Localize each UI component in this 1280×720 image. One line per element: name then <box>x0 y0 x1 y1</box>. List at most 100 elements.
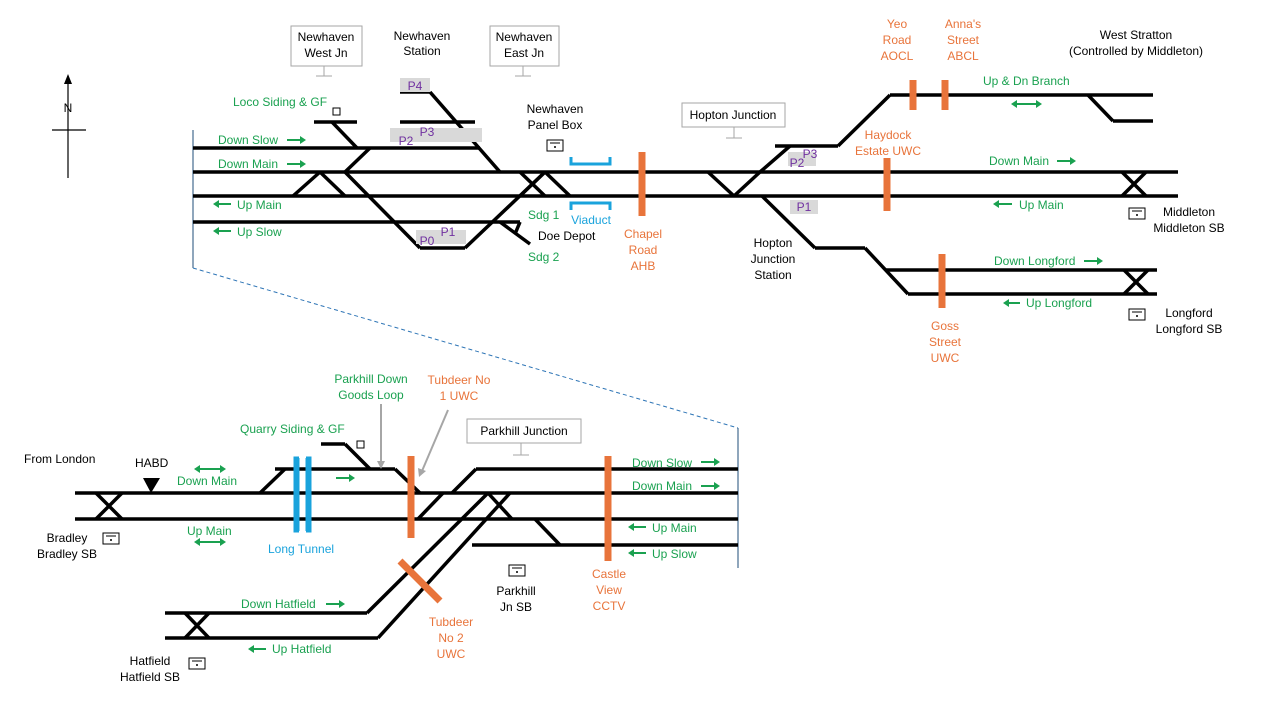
signal-box-icon <box>508 564 526 577</box>
up-hatfield-label: Up Hatfield <box>272 642 331 656</box>
up-slow-label: Up Slow <box>652 547 697 561</box>
viaduct-label: Viaduct <box>571 213 611 227</box>
down-main-label: Down Main <box>177 474 237 488</box>
callout-newhaven-west-l1: Newhaven <box>298 30 355 44</box>
platform-hopton-p1: P1 <box>797 200 812 214</box>
bradley-l1: Bradley <box>47 531 88 545</box>
callout-hopton-junction: Hopton Junction <box>681 102 786 139</box>
signal-box-icon <box>102 532 120 545</box>
haydock-l1: Haydock <box>865 128 913 142</box>
yeo-l1: Yeo <box>887 17 908 31</box>
annas-l1: Anna's <box>945 17 981 31</box>
middleton-l1: Middleton <box>1163 205 1215 219</box>
tubdeer1-l1: Tubdeer No <box>428 373 491 387</box>
up-slow-label: Up Slow <box>237 225 282 239</box>
tubdeer2-l3: UWC <box>437 647 466 661</box>
west-stratton-l2: (Controlled by Middleton) <box>1069 44 1203 58</box>
goss-l2: Street <box>929 335 962 349</box>
siding-1-label: Sdg 1 <box>528 208 560 222</box>
habd-icon <box>143 478 160 493</box>
down-main-east-label: Down Main <box>632 479 692 493</box>
top-tracks <box>192 90 1178 296</box>
long-tunnel-icon <box>293 456 312 533</box>
tubdeer2-l2: No 2 <box>438 631 464 645</box>
platform-p0: P0 <box>420 234 435 248</box>
hatfield-l2: Hatfield SB <box>120 670 180 684</box>
callout-parkhill-junction: Parkhill Junction <box>466 418 582 456</box>
station-hopton-l1: Hopton <box>754 236 793 250</box>
annas-l2: Street <box>947 33 980 47</box>
signal-box-bradley: Bradley Bradley SB <box>37 531 120 561</box>
ground-frame-icon <box>356 440 365 449</box>
signal-box-icon <box>1128 207 1146 220</box>
up-main-east-label: Up Main <box>1019 198 1064 212</box>
callout-newhaven-east: Newhaven East Jn <box>489 25 560 77</box>
haydock-l2: Estate UWC <box>855 144 921 158</box>
north-compass: N <box>52 74 86 178</box>
down-slow-label: Down Slow <box>632 456 692 470</box>
station-newhaven-l1: Newhaven <box>394 29 451 43</box>
viaduct-icon <box>569 157 612 210</box>
signal-box-parkhill: Parkhill Jn SB <box>496 564 536 614</box>
top-crossing-labels: Chapel Road AHB Yeo Road AOCL Anna's Str… <box>624 17 981 365</box>
platform-hopton-p2: P2 <box>790 156 805 170</box>
chapel-l2: Road <box>629 243 658 257</box>
castle-view-l2: View <box>596 583 622 597</box>
top-line-labels: Loco Siding & GF Down Slow Down Main Up … <box>213 74 1103 310</box>
compass-label: N <box>64 101 73 115</box>
callout-parkhill-text: Parkhill Junction <box>480 424 567 438</box>
castle-view-l1: Castle <box>592 567 626 581</box>
branch-label: Up & Dn Branch <box>983 74 1070 88</box>
west-stratton-l1: West Stratton <box>1100 28 1172 42</box>
down-main-label: Down Main <box>218 157 278 171</box>
goss-l1: Goss <box>931 319 959 333</box>
signal-box-newhaven-panel: Newhaven Panel Box <box>527 102 584 152</box>
up-main-label: Up Main <box>237 198 282 212</box>
doe-depot-label: Doe Depot <box>538 229 596 243</box>
callout-newhaven-west: Newhaven West Jn <box>290 25 363 77</box>
platform-p4: P4 <box>408 79 423 93</box>
station-hopton-l3: Station <box>754 268 791 282</box>
pointer-line <box>421 409 449 472</box>
from-london-label: From London <box>24 452 95 466</box>
platform-p3: P3 <box>420 125 435 139</box>
signal-box-icon <box>188 657 206 670</box>
long-tunnel-label: Long Tunnel <box>268 542 334 556</box>
ground-frame-icon <box>332 107 341 116</box>
parkhill-sb-l1: Parkhill <box>496 584 535 598</box>
tubdeer2-l1: Tubdeer <box>429 615 473 629</box>
down-slow-label: Down Slow <box>218 133 278 147</box>
up-main-label: Up Main <box>187 524 232 538</box>
yeo-l2: Road <box>883 33 912 47</box>
callout-newhaven-east-l2: East Jn <box>504 46 544 60</box>
signal-box-middleton: Middleton Middleton SB <box>1128 205 1225 235</box>
bradley-l2: Bradley SB <box>37 547 97 561</box>
top-platforms: P4 P3 P2 P1 P0 P3 P2 P1 <box>390 78 818 248</box>
chapel-l1: Chapel <box>624 227 662 241</box>
panel-box-l1: Newhaven <box>527 102 584 116</box>
middleton-l2: Middleton SB <box>1153 221 1224 235</box>
platform-p2: P2 <box>399 134 414 148</box>
parkhill-sb-l2: Jn SB <box>500 600 532 614</box>
bottom-line-labels: From London HABD Quarry Siding & GF Park… <box>24 372 720 661</box>
bottom-tracks <box>75 442 738 640</box>
platform-p1: P1 <box>441 225 456 239</box>
tubdeer1-l2: 1 UWC <box>440 389 479 403</box>
up-longford-label: Up Longford <box>1026 296 1092 310</box>
signal-box-longford: Longford Longford SB <box>1128 306 1223 336</box>
callout-newhaven-east-l1: Newhaven <box>496 30 553 44</box>
siding-2-label: Sdg 2 <box>528 250 560 264</box>
longford-l1: Longford <box>1165 306 1212 320</box>
hatfield-l1: Hatfield <box>130 654 171 668</box>
up-main-east-label: Up Main <box>652 521 697 535</box>
chapel-l3: AHB <box>631 259 656 273</box>
down-hatfield-label: Down Hatfield <box>241 597 316 611</box>
habd-label: HABD <box>135 456 169 470</box>
yeo-l3: AOCL <box>881 49 914 63</box>
signal-box-icon <box>546 139 564 152</box>
castle-view-l3: CCTV <box>593 599 626 613</box>
longford-l2: Longford SB <box>1156 322 1223 336</box>
station-newhaven-l2: Station <box>403 44 440 58</box>
panel-box-l2: Panel Box <box>528 118 583 132</box>
